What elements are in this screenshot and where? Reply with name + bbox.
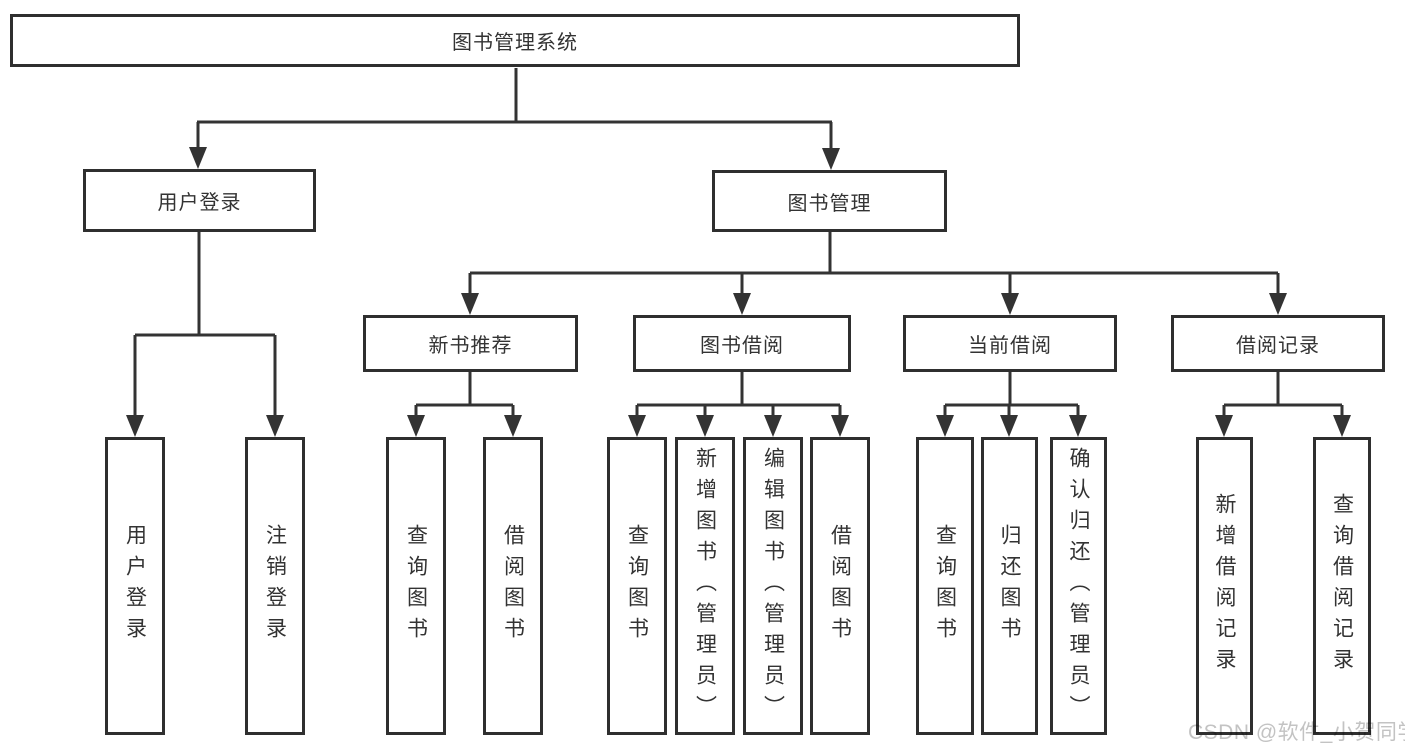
csdn-watermark: CSDN @软件_小贺同学 [1188,721,1405,744]
node-label: 查询图书 [404,524,428,648]
node-label: 查询图书 [933,524,957,648]
node-label: 借阅图书 [501,524,525,648]
node-leaf-user-login: 用户登录 [105,437,165,735]
node-leaf-query-borrow-record: 查询借阅记录 [1313,437,1371,735]
node-label: 图书管理系统 [452,32,578,54]
node-leaf-borrow-book: 借阅图书 [810,437,870,735]
node-leaf-add-borrow-record: 新增借阅记录 [1196,437,1253,735]
node-label: 查询图书 [625,524,649,648]
node-label: 新书推荐 [428,335,513,357]
arrowheads [126,147,1351,437]
node-leaf-logout: 注销登录 [245,437,305,735]
node-leaf-return-book: 归还图书 [981,437,1038,735]
node-book-management: 图书管理 [712,170,947,232]
node-leaf-confirm-return-admin: 确认归还（管理员） [1050,437,1107,735]
node-label: 当前借阅 [968,335,1052,357]
node-label: 图书借阅 [700,335,784,357]
node-label: 新增图书（管理员） [693,446,717,726]
node-leaf-query-book-current: 查询图书 [916,437,974,735]
node-label: 用户登录 [157,192,242,214]
node-leaf-query-book-borrow: 查询图书 [607,437,667,735]
node-leaf-borrow-book-newbook: 借阅图书 [483,437,543,735]
node-leaf-add-book-admin: 新增图书（管理员） [675,437,735,735]
node-leaf-edit-book-admin: 编辑图书（管理员） [743,437,803,735]
node-label: 编辑图书（管理员） [761,446,785,726]
node-book-borrow: 图书借阅 [633,315,851,372]
node-label: 用户登录 [123,524,147,648]
node-current-borrow: 当前借阅 [903,315,1117,372]
node-user-login: 用户登录 [83,169,316,232]
node-leaf-query-book-newbook: 查询图书 [386,437,446,735]
node-label: 新增借阅记录 [1213,493,1236,679]
node-label: 注销登录 [263,524,287,648]
node-label: 图书管理 [787,192,872,215]
node-label: 确认归还（管理员） [1067,446,1090,726]
node-label: 借阅记录 [1236,335,1320,357]
node-new-book-recommend: 新书推荐 [363,315,578,372]
node-borrow-record: 借阅记录 [1171,315,1385,372]
node-label: 查询借阅记录 [1330,493,1354,679]
node-library-system: 图书管理系统 [10,14,1020,67]
node-label: 借阅图书 [828,524,852,648]
node-label: 归还图书 [998,524,1021,648]
